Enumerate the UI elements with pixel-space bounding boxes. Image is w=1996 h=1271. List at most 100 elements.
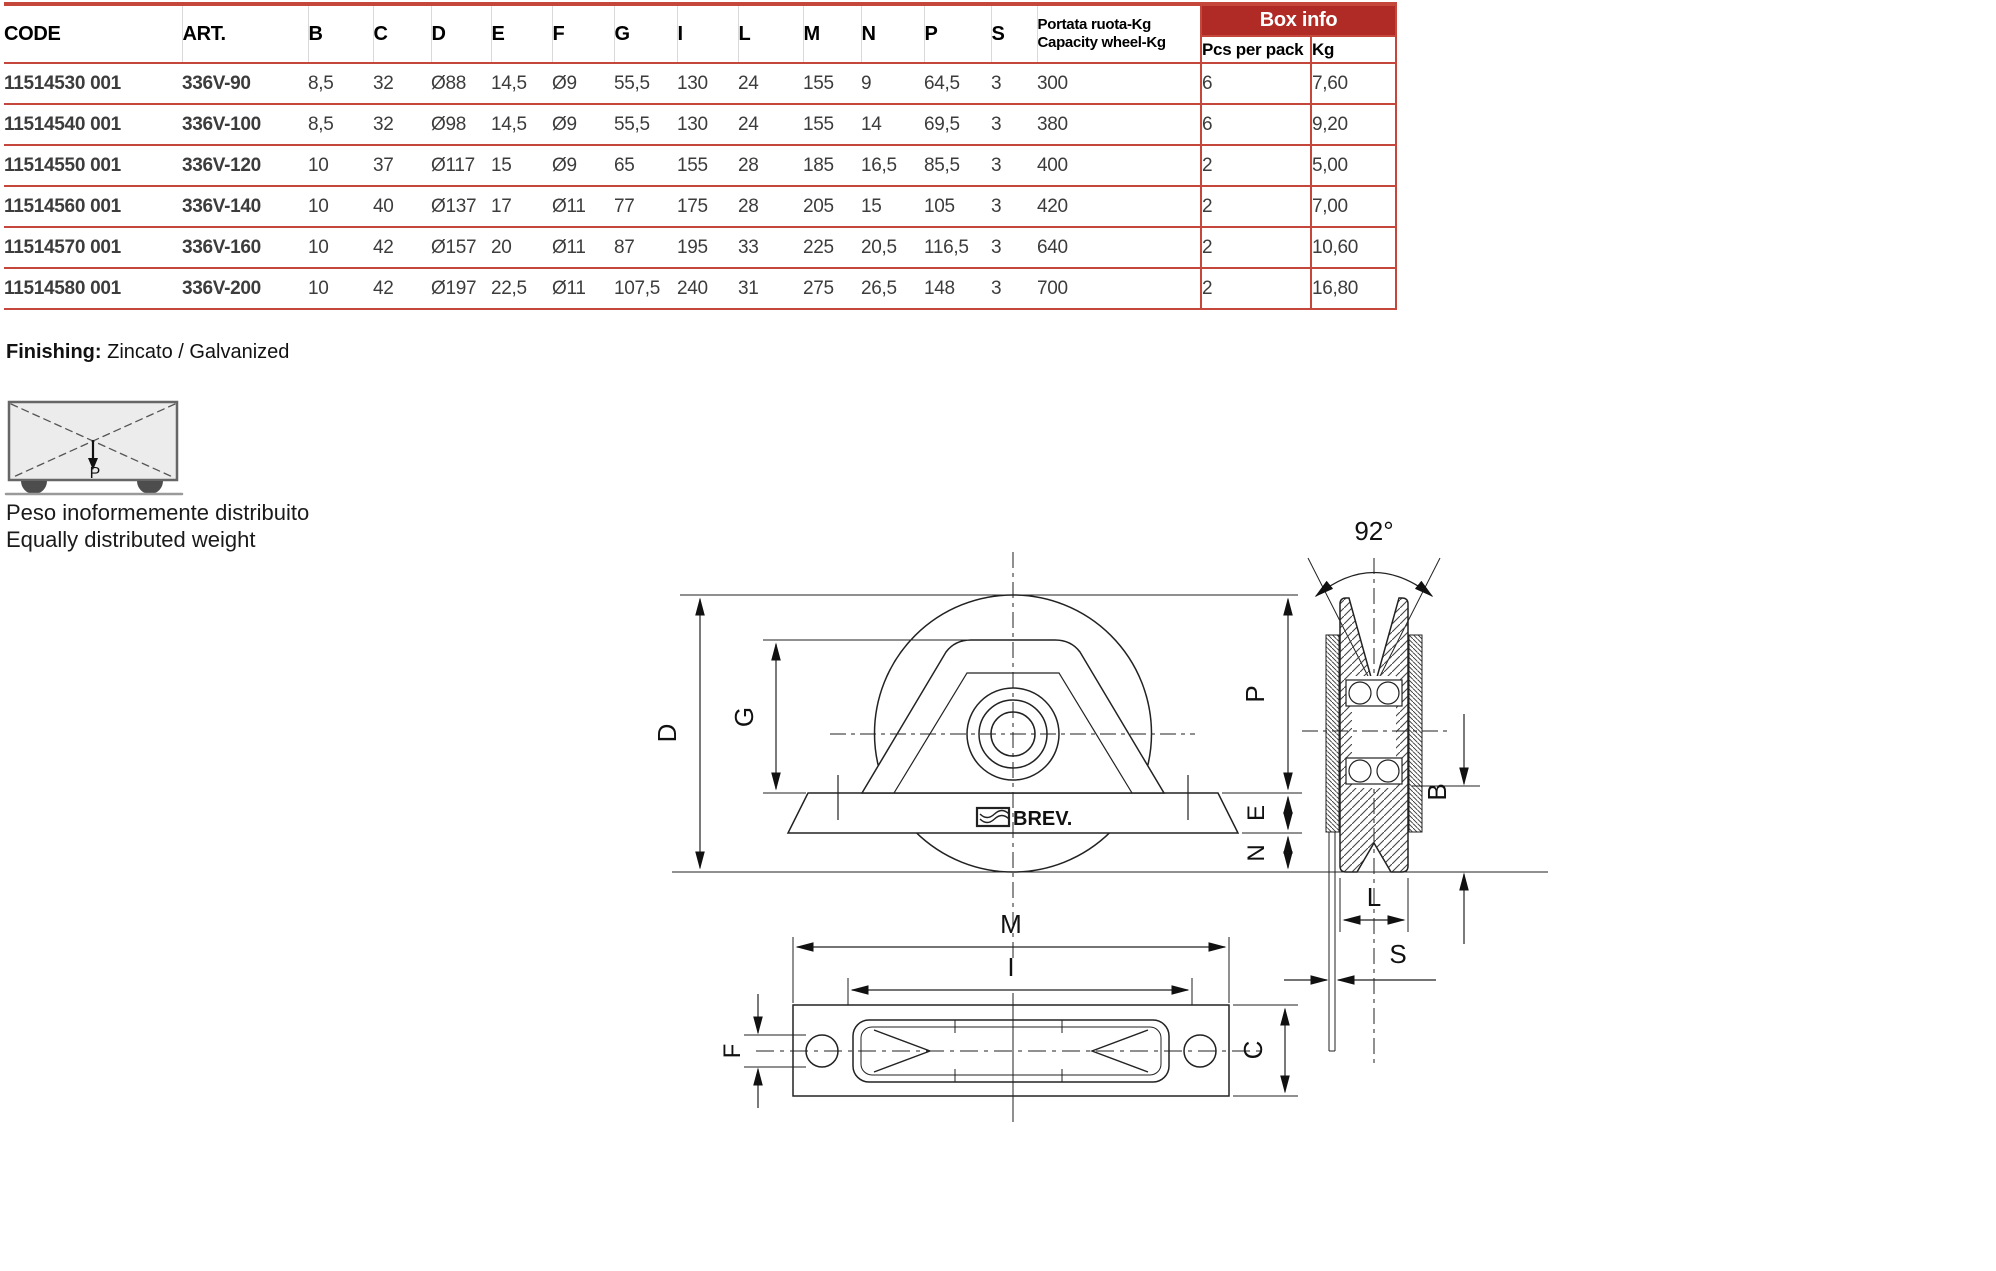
p-load-label: P [90, 465, 101, 482]
col-header-g: G [614, 4, 678, 64]
bearing-ball [1376, 759, 1400, 783]
weight-note-line1: Peso inoformemente distribuito [6, 500, 310, 525]
col-header-art: ART. [182, 4, 309, 64]
cell: Ø9 [552, 104, 614, 146]
cell: 3 [991, 63, 1037, 105]
cell: Ø157 [431, 227, 491, 269]
cell: 8,5 [308, 63, 373, 105]
cell: 20 [491, 227, 552, 269]
groove-chevron [1090, 1029, 1149, 1073]
brev-logo-icon [975, 806, 1011, 828]
cell-capacity: 400 [1037, 145, 1201, 187]
cell-art: 336V-160 [182, 227, 308, 269]
cell: 195 [677, 227, 738, 269]
capacity-line1: Portata ruota-Kg [1037, 16, 1152, 33]
cell: 14,5 [491, 63, 552, 105]
down-arrow-icon [88, 458, 98, 470]
technical-drawing: BREV. D G P E N M [652, 516, 1548, 1122]
cell-capacity: 300 [1037, 63, 1201, 105]
cell-kg: 7,00 [1310, 186, 1397, 228]
cell-kg: 16,80 [1310, 268, 1397, 310]
cell: Ø117 [431, 145, 491, 187]
cell-pcs: 2 [1200, 227, 1311, 269]
bearing-race [1345, 679, 1403, 707]
col-header-b: B [308, 4, 374, 64]
cell: Ø11 [552, 268, 614, 310]
cell: Ø98 [431, 104, 491, 146]
cell: 15 [491, 145, 552, 187]
bearing-ball [1376, 681, 1400, 705]
bearing-ball [1348, 681, 1372, 705]
col-header-p: P [924, 4, 992, 64]
cell: 85,5 [924, 145, 991, 187]
angle-label: 92° [1354, 516, 1393, 546]
cell: 22,5 [491, 268, 552, 310]
col-header-l: L [738, 4, 804, 64]
cell: 175 [677, 186, 738, 228]
cell-pcs: 6 [1200, 63, 1311, 105]
cell: 3 [991, 268, 1037, 310]
cell-capacity: 640 [1037, 227, 1201, 269]
cell: 3 [991, 186, 1037, 228]
cell: 28 [738, 145, 803, 187]
cell: 9 [861, 63, 924, 105]
front-view: BREV. D G P E N [652, 552, 1548, 960]
cell-pcs: 6 [1200, 104, 1311, 146]
cell: Ø88 [431, 63, 491, 105]
cell-code: 11514560 001 [4, 186, 182, 228]
crate-pictogram: P [4, 400, 184, 496]
cell: 14 [861, 104, 924, 146]
capacity-line2: Capacity wheel-Kg [1037, 34, 1167, 51]
dim-label-b: B [1422, 783, 1452, 800]
cell: 64,5 [924, 63, 991, 105]
cell: 107,5 [614, 268, 677, 310]
wheel-icon [21, 481, 47, 494]
col-header-m: M [803, 4, 862, 64]
col-header-code: CODE [4, 4, 183, 64]
cell: 3 [991, 227, 1037, 269]
table-row: 11514550 001 336V-120 10 37 Ø117 15 Ø9 6… [4, 145, 1397, 187]
wheel-icon [137, 481, 163, 494]
cell: 24 [738, 63, 803, 105]
cell: 32 [373, 104, 431, 146]
cell-kg: 7,60 [1310, 63, 1397, 105]
cell: 26,5 [861, 268, 924, 310]
cell: 205 [803, 186, 861, 228]
col-header-i: I [677, 4, 739, 64]
col-header-kg: Kg [1311, 36, 1397, 64]
cell-code: 11514580 001 [4, 268, 182, 310]
col-header-pcs: Pcs per pack [1201, 36, 1312, 64]
weight-distribution-diagram: P [4, 400, 184, 496]
cell-code: 11514570 001 [4, 227, 182, 269]
cell-pcs: 2 [1200, 268, 1311, 310]
col-header-f: F [552, 4, 615, 64]
cell: 240 [677, 268, 738, 310]
cell-art: 336V-200 [182, 268, 308, 310]
cell: 42 [373, 227, 431, 269]
cell-art: 336V-90 [182, 63, 308, 105]
dim-label-s: S [1389, 939, 1406, 969]
cell: 275 [803, 268, 861, 310]
bearing-ball [1348, 759, 1372, 783]
cell: Ø11 [552, 227, 614, 269]
cell: 37 [373, 145, 431, 187]
side-plate [1408, 634, 1423, 833]
cell: 130 [677, 104, 738, 146]
weight-note-line2: Equally distributed weight [6, 526, 256, 552]
cell: Ø9 [552, 145, 614, 187]
cell-art: 336V-100 [182, 104, 308, 146]
cell-capacity: 380 [1037, 104, 1201, 146]
dim-label-n: N [1243, 844, 1270, 861]
cell-code: 11514550 001 [4, 145, 182, 187]
cell: 148 [924, 268, 991, 310]
plan-view: M I F [719, 909, 1298, 1122]
cell: 155 [677, 145, 738, 187]
cell-pcs: 2 [1200, 145, 1311, 187]
cell: 3 [991, 145, 1037, 187]
col-header-capacity: Portata ruota-Kg Capacity wheel-Kg [1037, 4, 1202, 64]
cell: 87 [614, 227, 677, 269]
dim-label-c: C [1238, 1041, 1268, 1060]
cell-code: 11514540 001 [4, 104, 182, 146]
dim-label-f: F [719, 1044, 746, 1059]
